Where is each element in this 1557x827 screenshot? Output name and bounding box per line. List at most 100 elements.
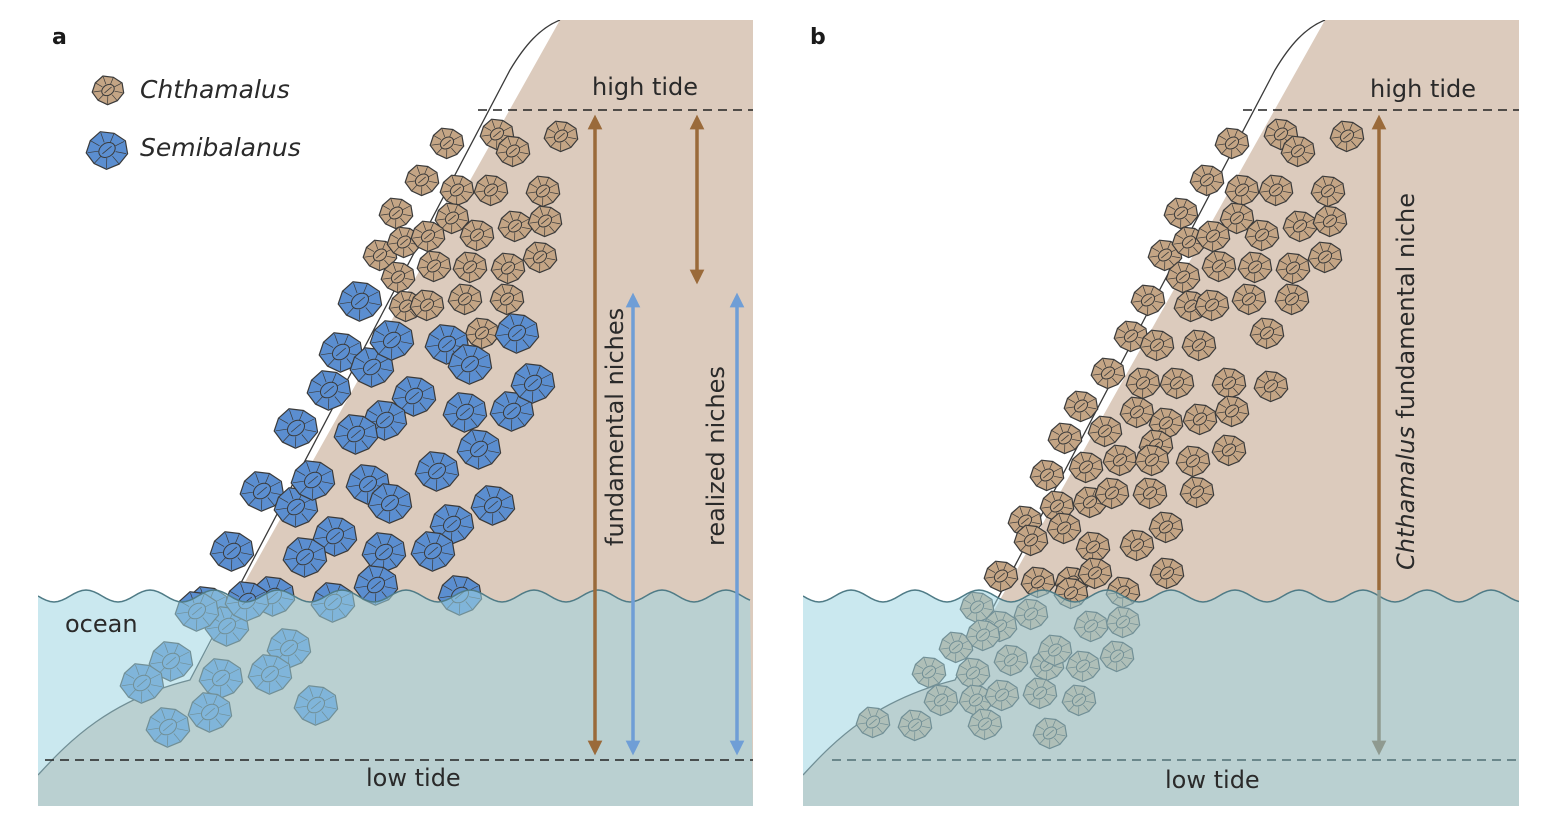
barnacle bbox=[1165, 261, 1201, 294]
barnacle bbox=[410, 220, 446, 253]
barnacle bbox=[1282, 210, 1318, 243]
fundamental-niches-label: fundamental niches bbox=[601, 308, 629, 546]
barnacle bbox=[1119, 529, 1155, 562]
barnacle bbox=[1047, 422, 1083, 455]
legend-semibalanus: Semibalanus bbox=[85, 131, 301, 170]
panel-a: a Chthamalus Semibalanus high tide low t… bbox=[38, 20, 753, 806]
barnacle bbox=[1063, 390, 1099, 423]
barnacle bbox=[361, 532, 407, 573]
barnacle bbox=[378, 197, 414, 230]
barnacle bbox=[1214, 395, 1250, 428]
barnacle bbox=[1077, 557, 1113, 590]
barnacle bbox=[527, 205, 563, 238]
barnacle bbox=[91, 75, 125, 106]
niche-genus: Chthamalus bbox=[1392, 426, 1420, 570]
barnacle bbox=[290, 460, 336, 501]
barnacle bbox=[1224, 174, 1260, 207]
barnacle bbox=[1201, 250, 1237, 283]
barnacle bbox=[1134, 444, 1170, 477]
barnacle bbox=[489, 283, 525, 316]
barnacle bbox=[409, 289, 445, 322]
barnacle bbox=[1312, 205, 1348, 238]
barnacle bbox=[1102, 444, 1138, 477]
barnacle bbox=[404, 164, 440, 197]
barnacle bbox=[983, 560, 1019, 593]
barnacle bbox=[380, 261, 416, 294]
barnacle bbox=[543, 120, 579, 153]
barnacle bbox=[1119, 396, 1155, 429]
barnacle bbox=[470, 485, 516, 526]
barnacle bbox=[239, 471, 285, 512]
barnacle bbox=[525, 175, 561, 208]
barnacle bbox=[1219, 202, 1255, 235]
low-tide-label-a: low tide bbox=[366, 764, 461, 792]
barnacle bbox=[362, 239, 398, 272]
barnacle bbox=[1130, 284, 1166, 317]
barnacle bbox=[510, 363, 556, 404]
semibalanus-icon bbox=[85, 131, 129, 170]
barnacle bbox=[1237, 251, 1273, 284]
barnacle bbox=[1182, 403, 1218, 436]
barnacle bbox=[306, 370, 352, 411]
barnacle bbox=[369, 320, 415, 361]
chthamalus-fundamental-niche-label: Chthamalus fundamental niche bbox=[1392, 193, 1420, 570]
barnacle bbox=[1310, 175, 1346, 208]
barnacle bbox=[522, 241, 558, 274]
low-tide-label-b: low tide bbox=[1165, 766, 1260, 794]
barnacle bbox=[416, 250, 452, 283]
barnacle bbox=[85, 131, 129, 170]
barnacle bbox=[1329, 120, 1365, 153]
barnacle bbox=[1249, 317, 1285, 350]
legend-label-chthamalus: Chthamalus bbox=[140, 75, 290, 104]
high-tide-label-b: high tide bbox=[1370, 75, 1476, 103]
barnacle bbox=[391, 376, 437, 417]
barnacle bbox=[1029, 459, 1065, 492]
barnacle bbox=[490, 252, 526, 285]
barnacle bbox=[1013, 524, 1049, 557]
ocean-b bbox=[803, 590, 1519, 806]
barnacle bbox=[1214, 127, 1250, 160]
barnacle bbox=[1075, 531, 1111, 564]
high-tide-label-a: high tide bbox=[592, 73, 698, 101]
ocean-surface-b bbox=[803, 589, 1519, 603]
barnacle bbox=[410, 531, 456, 572]
chthamalus-icon bbox=[91, 75, 125, 106]
barnacle bbox=[494, 313, 540, 354]
barnacle bbox=[473, 174, 509, 207]
barnacle bbox=[464, 317, 500, 350]
barnacle bbox=[1068, 451, 1104, 484]
barnacle bbox=[1139, 329, 1175, 362]
barnacle bbox=[1189, 164, 1225, 197]
barnacle bbox=[1211, 434, 1247, 467]
legend-label-semibalanus: Semibalanus bbox=[140, 133, 301, 162]
barnacle bbox=[495, 135, 531, 168]
barnacle bbox=[1087, 415, 1123, 448]
barnacle bbox=[1195, 220, 1231, 253]
barnacle bbox=[1307, 241, 1343, 274]
barnacle bbox=[367, 483, 413, 524]
barnacle bbox=[429, 127, 465, 160]
ocean-a bbox=[38, 590, 753, 806]
niche-rest: fundamental niche bbox=[1392, 193, 1420, 426]
barnacle bbox=[1090, 357, 1126, 390]
barnacle bbox=[1280, 135, 1316, 168]
ocean-label: ocean bbox=[65, 610, 138, 638]
barnacle bbox=[447, 283, 483, 316]
barnacle bbox=[1149, 557, 1185, 590]
barnacle bbox=[318, 332, 364, 373]
barnacle bbox=[1194, 289, 1230, 322]
barnacle bbox=[1244, 219, 1280, 252]
barnacle bbox=[1163, 197, 1199, 230]
barnacle bbox=[414, 451, 460, 492]
barnacle bbox=[1275, 252, 1311, 285]
barnacle bbox=[1094, 477, 1130, 510]
barnacle bbox=[1132, 477, 1168, 510]
barnacle bbox=[333, 414, 379, 455]
barnacle bbox=[273, 408, 319, 449]
barnacle bbox=[456, 429, 502, 470]
barnacle bbox=[1113, 320, 1149, 353]
barnacle bbox=[1125, 367, 1161, 400]
barnacle bbox=[337, 281, 383, 322]
barnacle bbox=[459, 219, 495, 252]
barnacle bbox=[1231, 283, 1267, 316]
